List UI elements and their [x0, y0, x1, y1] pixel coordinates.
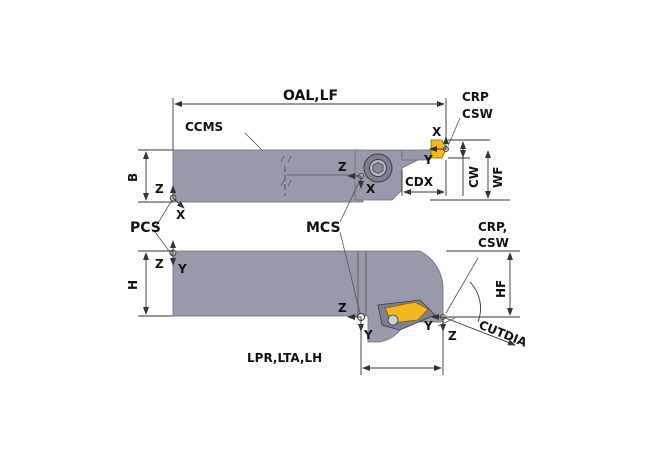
- label-oal-lf: OAL,LF: [283, 88, 338, 104]
- label-x-top-mid: X: [366, 182, 376, 196]
- label-h: H: [126, 280, 140, 290]
- label-mcs: MCS: [306, 220, 341, 236]
- label-csw-top: CSW: [462, 107, 493, 121]
- label-z-left-bot: Z: [155, 257, 164, 271]
- bottom-view: [169, 249, 446, 343]
- screw-hex-icon: [372, 162, 384, 174]
- label-y-bot-mid: Y: [363, 328, 373, 342]
- label-z-bot-right: Z: [448, 329, 457, 343]
- label-cdx: CDX: [405, 175, 434, 189]
- label-z-top: Z: [338, 160, 347, 174]
- label-wf: WF: [491, 167, 505, 188]
- label-y-top: Y: [423, 153, 433, 167]
- label-cw: CW: [467, 166, 481, 188]
- label-csw-bot: CSW: [478, 236, 509, 250]
- label-crp-top: CRP: [462, 90, 489, 104]
- top-clamp-arm: [401, 149, 433, 161]
- label-lpr-lta-lh: LPR,LTA,LH: [247, 351, 322, 365]
- label-pcs: PCS: [130, 220, 161, 236]
- label-x-top: X: [432, 125, 442, 139]
- label-z-bot-mid: Z: [338, 301, 347, 315]
- insert-screw-icon: [387, 314, 399, 326]
- label-b: B: [126, 173, 140, 182]
- label-x-left: X: [176, 208, 186, 222]
- label-hf: HF: [494, 280, 508, 298]
- label-y-bot-right: Y: [423, 319, 433, 333]
- label-cutdia: CUTDIA: [477, 318, 530, 350]
- top-shank: [172, 149, 364, 203]
- label-crp-bot: CRP,: [478, 220, 507, 234]
- label-ccms: CCMS: [185, 120, 223, 134]
- top-view: [169, 139, 449, 203]
- label-y-left-bot: Y: [177, 262, 187, 276]
- label-z-left-top: Z: [155, 182, 164, 196]
